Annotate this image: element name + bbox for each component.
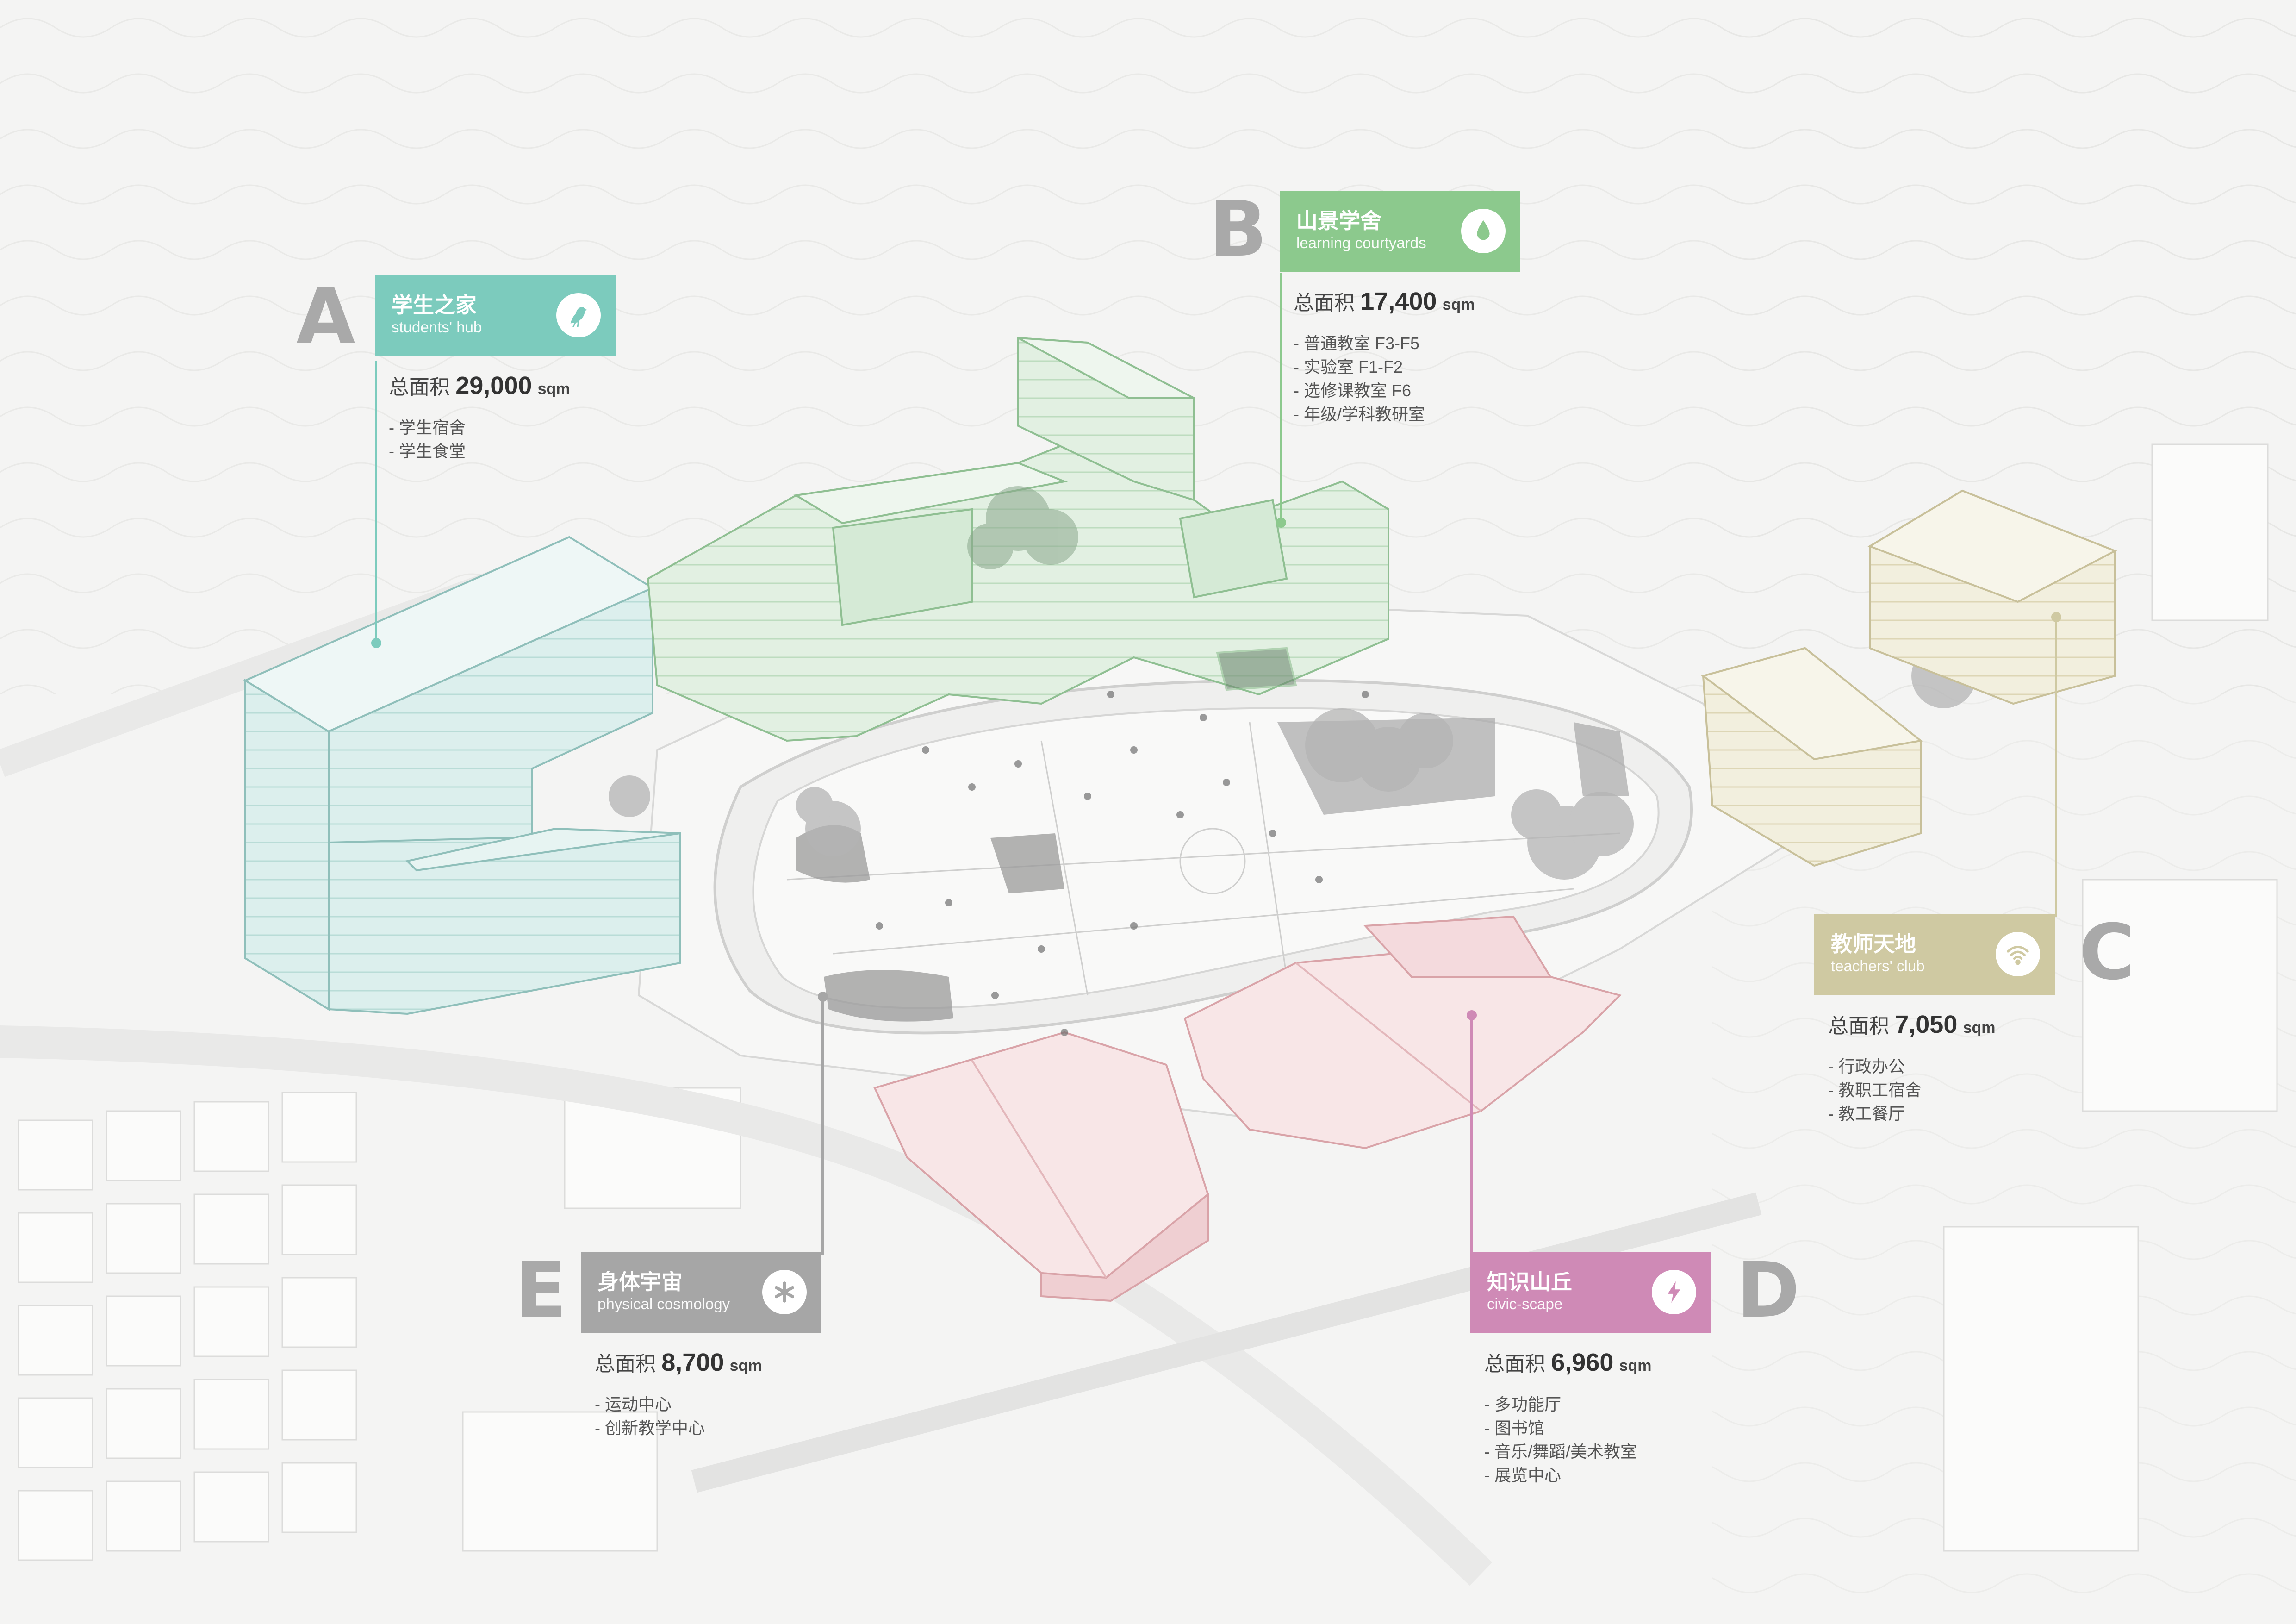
zone-a-title-en: students' hub (392, 318, 482, 336)
zone-e-title-zh: 身体宇宙 (597, 1270, 683, 1294)
zone-e-area-value: 8,700 (661, 1349, 724, 1376)
list-item: - 展览中心 (1484, 1466, 1561, 1485)
zone-e-label-box: 身体宇宙 physical cosmology (581, 1252, 821, 1333)
zone-a-title-zh: 学生之家 (392, 293, 477, 317)
zone-c-leader-dot (2051, 612, 2061, 622)
zone-d-area-unit: sqm (1619, 1357, 1652, 1374)
zone-a-area-unit: sqm (537, 380, 570, 398)
zone-a-area: 总面积 29,000 sqm (389, 370, 616, 400)
zone-c-letter: C (2079, 908, 2135, 997)
zone-c-title-zh: 教师天地 (1831, 932, 1916, 956)
lightning-icon (1652, 1270, 1696, 1314)
zone-c-area: 总面积 7,050 sqm (1828, 1009, 2055, 1039)
zone-b-label-box: 山景学舍 learning courtyards (1280, 191, 1520, 272)
zone-c-card: 教师天地 teachers' club 总面积 7,050 sqm - 行政办公… (1814, 914, 2055, 1125)
zone-b-area-value: 17,400 (1360, 287, 1437, 315)
zone-d-function-list: - 多功能厅 - 图书馆 - 音乐/舞蹈/美术教室 - 展览中心 (1484, 1393, 1711, 1487)
zone-a-letter: A (296, 272, 355, 361)
list-item: - 行政办公 (1828, 1057, 1905, 1076)
zone-d-leader-line (1470, 1014, 1473, 1252)
zone-e-title-en: physical cosmology (597, 1295, 730, 1312)
zone-b-title-en: learning courtyards (1296, 234, 1426, 251)
list-item: - 教职工宿舍 (1828, 1081, 1922, 1100)
zone-a-area-value: 29,000 (455, 372, 532, 400)
zone-a-leader-line (375, 361, 377, 643)
list-item: - 实验室 F1-F2 (1294, 357, 1403, 377)
zone-c-leader-line (2055, 616, 2057, 917)
zone-d-area-prefix: 总面积 (1484, 1353, 1545, 1375)
zone-b-card: 山景学舍 learning courtyards 总面积 17,400 sqm … (1280, 191, 1520, 426)
zone-d-label-box: 知识山丘 civic-scape (1470, 1252, 1711, 1333)
zone-e-letter: E (515, 1246, 567, 1335)
zone-e-function-list: - 运动中心 - 创新教学中心 (595, 1393, 821, 1440)
zone-e-leader-line (821, 995, 824, 1255)
zone-c-area-value: 7,050 (1895, 1011, 1958, 1038)
zone-b-title-zh: 山景学舍 (1296, 209, 1381, 233)
zone-d-leader-dot (1467, 1010, 1477, 1020)
zone-b-area-prefix: 总面积 (1294, 292, 1355, 314)
zone-e-area-unit: sqm (729, 1357, 762, 1374)
list-item: - 多功能厅 (1484, 1395, 1561, 1414)
list-item: - 音乐/舞蹈/美术教室 (1484, 1442, 1637, 1462)
zone-a-leader-dot (371, 638, 381, 648)
list-item: - 学生宿舍 (389, 418, 466, 437)
zone-b-area-unit: sqm (1442, 296, 1475, 313)
list-item: - 学生食堂 (389, 442, 466, 461)
zone-e-card: 身体宇宙 physical cosmology 总面积 8,700 sqm - … (581, 1252, 821, 1440)
list-item: - 选修课教室 F6 (1294, 381, 1412, 400)
zone-c-label-box: 教师天地 teachers' club (1814, 914, 2055, 995)
zone-e-leader-dot (818, 992, 828, 1002)
zone-d-area-value: 6,960 (1551, 1349, 1614, 1376)
wifi-icon (1996, 932, 2040, 976)
zone-c-function-list: - 行政办公 - 教职工宿舍 - 教工餐厅 (1828, 1055, 2055, 1125)
zone-d-letter: D (1736, 1246, 1800, 1335)
zone-c-area-prefix: 总面积 (1828, 1015, 1889, 1037)
zone-b-letter: B (1209, 185, 1267, 274)
zone-a-area-prefix: 总面积 (389, 376, 450, 399)
zone-b-function-list: - 普通教室 F3-F5 - 实验室 F1-F2 - 选修课教室 F6 - 年级… (1294, 331, 1520, 426)
zone-b-area: 总面积 17,400 sqm (1294, 286, 1520, 316)
zone-b-leader-dot (1276, 518, 1286, 528)
droplet-icon (1461, 209, 1506, 253)
zone-d-title-zh: 知识山丘 (1487, 1270, 1572, 1294)
zone-e-area-prefix: 总面积 (595, 1353, 656, 1375)
zone-c-area-unit: sqm (1963, 1019, 1996, 1037)
zone-b-leader-line (1280, 273, 1282, 523)
zone-e-area: 总面积 8,700 sqm (595, 1347, 821, 1377)
list-item: - 教工餐厅 (1828, 1104, 1905, 1124)
asterisk-icon (762, 1270, 807, 1314)
list-item: - 创新教学中心 (595, 1418, 705, 1438)
zone-a-function-list: - 学生宿舍 - 学生食堂 (389, 416, 616, 463)
list-item: - 图书馆 (1484, 1418, 1544, 1438)
bird-icon (556, 293, 601, 337)
zone-a-label-box: 学生之家 students' hub (375, 275, 616, 356)
zone-c-title-en: teachers' club (1831, 957, 1925, 974)
list-item: - 年级/学科教研室 (1294, 405, 1425, 424)
list-item: - 运动中心 (595, 1395, 672, 1414)
zone-d-area: 总面积 6,960 sqm (1484, 1347, 1711, 1377)
list-item: - 普通教室 F3-F5 (1294, 334, 1420, 353)
zone-d-title-en: civic-scape (1487, 1295, 1563, 1312)
zone-a-card: 学生之家 students' hub 总面积 29,000 sqm - 学生宿舍… (375, 275, 616, 463)
zone-d-card: 知识山丘 civic-scape 总面积 6,960 sqm - 多功能厅 - … (1470, 1252, 1711, 1487)
